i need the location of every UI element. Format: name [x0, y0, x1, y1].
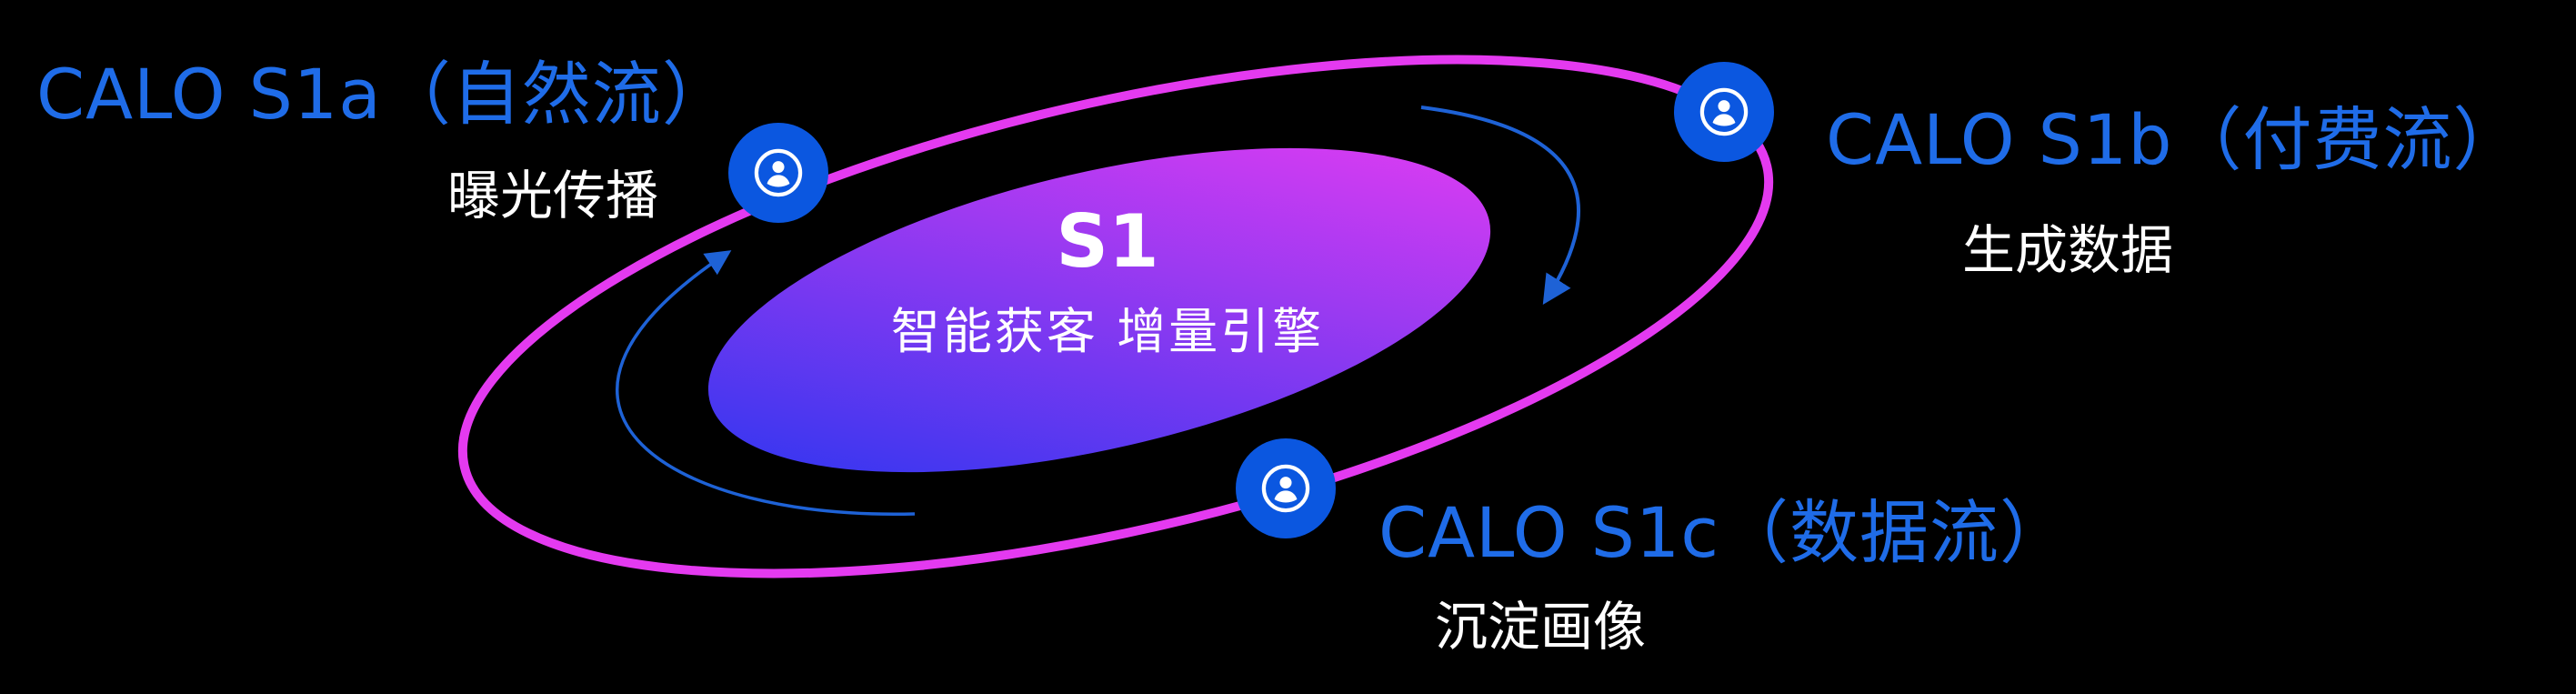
user-badge-icon [1261, 464, 1310, 513]
core-subtitle: 智能获客 增量引擎 [890, 303, 1325, 360]
core-label-group: S1 智能获客 增量引擎 [835, 206, 1380, 363]
core-ellipse [707, 147, 1491, 473]
node-s1b-subtitle: 生成数据 [1962, 219, 2174, 281]
node-s1a-subtitle: 曝光传播 [447, 165, 659, 226]
node-s1a-icon [728, 123, 828, 223]
orbit-ellipse [457, 55, 1774, 578]
node-s1c-subtitle: 沉淀画像 [1435, 596, 1647, 658]
node-s1b-title: CALO S1b（付费流） [1826, 99, 2523, 180]
flow-arrow-left-icon [616, 250, 916, 517]
flow-arrow-right-icon [1420, 106, 1580, 306]
node-s1a-title: CALO S1a（自然流） [36, 54, 732, 135]
user-badge-icon [754, 148, 803, 197]
node-s1b-icon [1674, 62, 1774, 162]
node-s1c-icon [1236, 438, 1336, 538]
user-badge-icon [1699, 87, 1749, 136]
node-s1c-title: CALO S1c（数据流） [1378, 492, 2070, 573]
core-title: S1 [1056, 199, 1159, 284]
